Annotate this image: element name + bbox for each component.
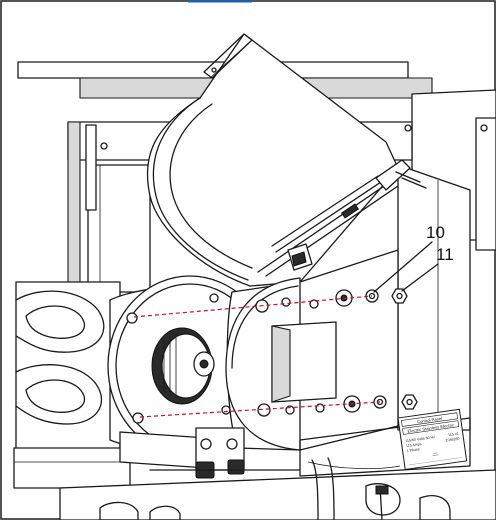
base-bracket — [59, 417, 496, 520]
alignment-guides — [133, 295, 381, 418]
alignment-guide-upper — [133, 295, 373, 318]
nameplate-spec-left-3: 1 Phase — [406, 447, 420, 453]
hopper — [146, 33, 427, 287]
plate-bolt — [281, 297, 291, 307]
mount-bolt — [221, 405, 231, 415]
nameplate-spec-right-1: 115 #1 — [448, 432, 459, 437]
washer-hole — [368, 292, 376, 300]
nameplate-model: Electric Stainless Electric — [407, 422, 454, 433]
nameplate-spec-left-1: 115/60 Volts 60 Hz — [405, 435, 435, 443]
callout-10: 10 — [426, 223, 445, 242]
nameplate: Control Panel Electric Stainless Electri… — [397, 408, 468, 471]
nameplate-spec-left-2: 115 Amps — [406, 442, 422, 448]
mount-bolt — [209, 293, 219, 303]
hex-nut — [401, 394, 418, 410]
nameplate-header: Control Panel — [417, 416, 443, 424]
plate-bolt — [257, 403, 271, 417]
hopper-handle — [257, 159, 427, 277]
callout-leaders — [373, 241, 439, 293]
mount-bolt — [132, 412, 144, 424]
motor-housing — [13, 281, 131, 489]
mount-bolt — [126, 312, 138, 324]
alignment-guide-lower — [139, 401, 381, 418]
nameplate-header-band — [401, 412, 459, 427]
callout-11: 11 — [436, 245, 454, 264]
hex-nut — [391, 288, 408, 304]
nameplate-spec-right-2: 1048280 — [445, 437, 459, 443]
drive-pulley — [151, 327, 215, 405]
